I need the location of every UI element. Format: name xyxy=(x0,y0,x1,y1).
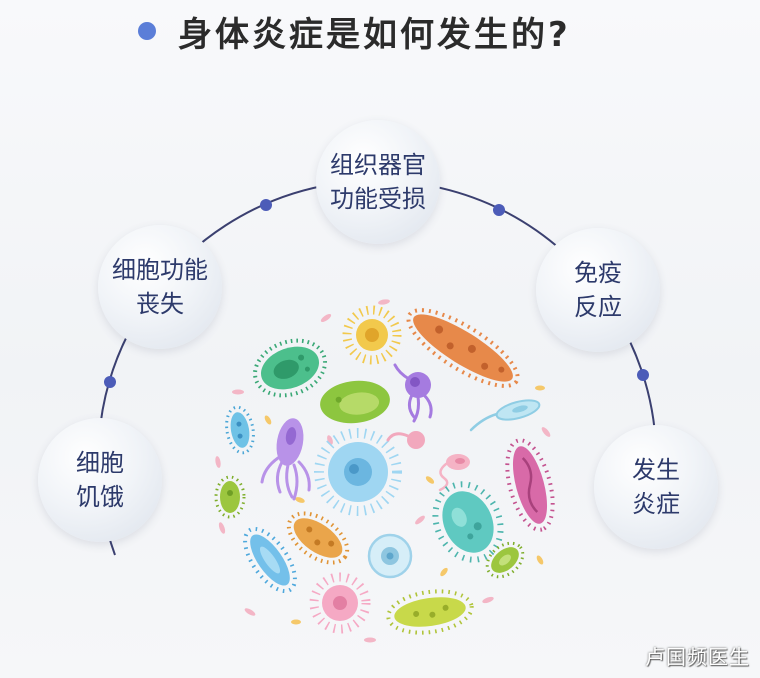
particle-icon xyxy=(425,476,435,484)
stage-label-line2: 饥饿 xyxy=(76,483,124,511)
stage-label-line2: 功能受损 xyxy=(330,185,426,213)
stage-label-line1: 细胞功能 xyxy=(112,256,208,284)
purple-protozoa-icon xyxy=(393,363,433,423)
stage-cell-starvation: 细胞 饥饿 xyxy=(38,418,162,542)
pink-spiral-microbe-icon xyxy=(438,454,470,492)
olive-bacterium-icon xyxy=(320,380,390,424)
pink-tadpole-microbe-icon xyxy=(386,431,425,449)
microbe-cluster-icon xyxy=(214,299,555,643)
particle-icon xyxy=(215,456,221,468)
blue-bacillus-icon xyxy=(243,526,297,594)
lightblue-flagellate-icon xyxy=(469,399,541,432)
particle-icon xyxy=(291,619,301,625)
particle-icon xyxy=(364,637,376,643)
stage-label-line2: 丧失 xyxy=(136,290,184,318)
stage-immune-response: 免疫 反应 xyxy=(536,228,660,352)
particle-icon xyxy=(295,497,305,503)
blue-rod-bacterium-icon xyxy=(225,405,255,455)
arc-dot xyxy=(637,369,649,381)
green-ciliate-icon xyxy=(253,338,327,398)
arc-dot xyxy=(104,376,116,388)
magenta-bacterium-icon xyxy=(505,438,555,532)
particle-icon xyxy=(378,299,390,305)
purple-jellyfish-microbe-icon xyxy=(260,418,311,501)
page-title: 身体炎症是如何发生的? xyxy=(178,14,571,55)
particle-icon xyxy=(535,385,545,391)
round-cell-icon xyxy=(367,533,413,579)
particle-icon xyxy=(244,608,256,616)
particle-icon xyxy=(320,313,332,323)
orange-bacterium-icon xyxy=(406,308,520,388)
bullet-dot-icon xyxy=(138,22,156,40)
watermark-text: 卢国频医生 xyxy=(645,645,750,669)
orange-rod-bacterium-icon xyxy=(286,511,350,565)
particle-icon xyxy=(482,596,494,604)
arc-dot xyxy=(260,199,272,211)
particle-icon xyxy=(440,567,448,577)
blue-virus-icon xyxy=(314,428,402,516)
title-row: 身体炎症是如何发生的? xyxy=(138,8,571,55)
teal-spiky-bacterium-icon xyxy=(432,481,504,563)
yellow-spiky-cell-icon xyxy=(342,305,402,365)
stage-organ-damage: 组织器官 功能受损 xyxy=(316,120,440,244)
particle-icon xyxy=(541,427,551,437)
stage-label-line1: 免疫 xyxy=(574,259,622,287)
stage-cell-function-loss: 细胞功能 丧失 xyxy=(98,225,222,349)
stage-label-line1: 组织器官 xyxy=(330,151,426,179)
particle-icon xyxy=(536,555,544,565)
stage-label-line2: 炎症 xyxy=(632,490,680,518)
particle-icon xyxy=(218,522,226,534)
particles xyxy=(215,299,551,643)
stage-label-line2: 反应 xyxy=(574,293,622,321)
particle-icon xyxy=(415,515,425,525)
stage-label-line1: 细胞 xyxy=(76,449,124,477)
particle-icon xyxy=(232,389,244,395)
pink-virus-icon xyxy=(309,572,371,634)
particle-icon xyxy=(264,415,272,425)
small-green-bacterium-icon xyxy=(214,475,246,519)
stage-inflammation: 发生 炎症 xyxy=(594,425,718,549)
arc-dot xyxy=(493,204,505,216)
lime-bacterium-icon xyxy=(386,589,474,635)
stage-label-line1: 发生 xyxy=(632,456,680,484)
